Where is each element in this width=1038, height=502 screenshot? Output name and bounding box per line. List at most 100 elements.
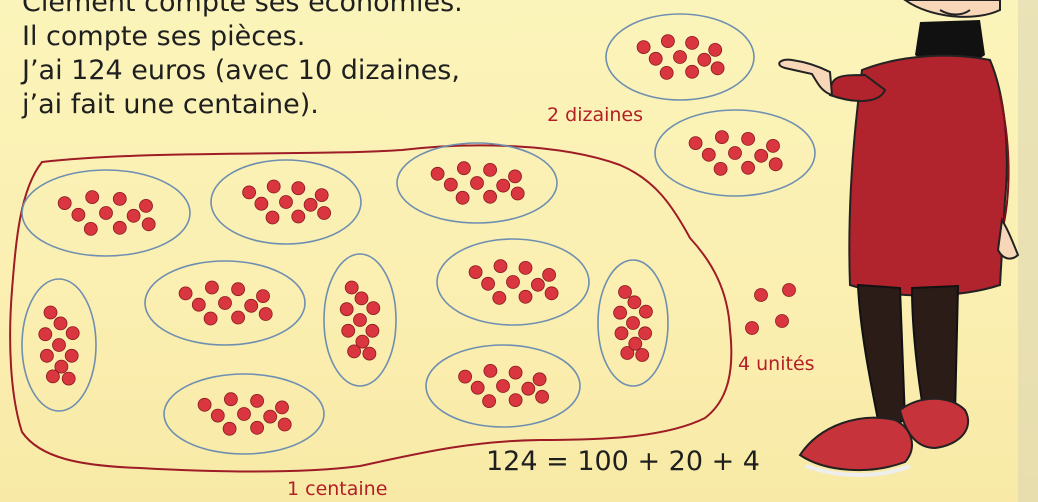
coin	[367, 302, 380, 315]
coin	[66, 327, 79, 340]
equation: 124 = 100 + 20 + 4	[486, 446, 760, 477]
coin	[292, 210, 305, 223]
coin	[204, 312, 217, 325]
coin	[342, 324, 355, 337]
coin	[219, 297, 232, 310]
coin	[211, 409, 224, 422]
coin	[742, 161, 755, 174]
coin	[507, 276, 520, 289]
coin	[251, 394, 264, 407]
coin	[58, 197, 71, 210]
coin	[519, 261, 532, 274]
coin	[340, 303, 353, 316]
coin	[198, 398, 211, 411]
intro-line-2: Il compte ses pièces.	[22, 20, 463, 54]
coin	[266, 211, 279, 224]
coin	[545, 287, 558, 300]
coin	[53, 339, 66, 352]
coin	[355, 292, 368, 305]
coin	[457, 162, 470, 175]
coin	[257, 290, 270, 303]
coin	[493, 291, 506, 304]
coin	[100, 207, 113, 220]
coin	[366, 324, 379, 337]
coin	[627, 317, 640, 330]
coin	[84, 222, 97, 235]
coin	[715, 131, 728, 144]
coin	[113, 221, 126, 234]
coin	[431, 167, 444, 180]
coin	[767, 139, 780, 152]
coin	[65, 349, 78, 362]
coin	[267, 180, 280, 193]
coin	[494, 260, 507, 273]
coin	[533, 373, 546, 386]
coin	[509, 394, 522, 407]
coin	[776, 315, 789, 328]
coin	[482, 277, 495, 290]
coin	[232, 311, 245, 324]
coin	[698, 53, 711, 66]
character-illustration	[779, 0, 1018, 475]
coin	[702, 148, 715, 161]
coin	[471, 381, 484, 394]
coin	[497, 380, 510, 393]
coin	[62, 372, 75, 385]
coin	[280, 196, 293, 209]
coin	[639, 305, 652, 318]
coin	[755, 289, 768, 302]
coin	[637, 41, 650, 54]
coin	[142, 218, 155, 231]
coin	[318, 207, 331, 220]
coin	[259, 308, 272, 321]
coin	[511, 187, 524, 200]
coin	[456, 191, 469, 204]
coin	[509, 170, 522, 183]
coin	[459, 370, 472, 383]
label-centaine: 1 centaine	[287, 478, 387, 500]
coin	[636, 349, 649, 362]
coin	[113, 192, 126, 205]
coin	[531, 278, 544, 291]
coin	[629, 337, 642, 350]
coin	[232, 283, 245, 296]
coin	[483, 395, 496, 408]
coin	[39, 328, 52, 341]
coin	[711, 62, 724, 75]
coin	[205, 281, 218, 294]
coin	[354, 314, 367, 327]
coin	[304, 198, 317, 211]
coin	[245, 299, 258, 312]
coin	[769, 158, 782, 171]
coin	[40, 349, 53, 362]
coin	[469, 266, 482, 279]
coin	[345, 281, 358, 294]
coin	[140, 199, 153, 212]
intro-line-1: Clément compte ses économies.	[22, 0, 463, 20]
coin	[755, 149, 768, 162]
coin	[44, 306, 57, 319]
coin	[497, 179, 510, 192]
coin	[519, 290, 532, 303]
coin	[714, 162, 727, 175]
coin	[179, 287, 192, 300]
coin	[615, 327, 628, 340]
coin	[746, 322, 759, 335]
coin	[127, 209, 140, 222]
coin	[660, 66, 673, 79]
label-unites: 4 unités	[738, 353, 815, 375]
coin	[54, 317, 67, 330]
coin	[686, 36, 699, 49]
coin	[264, 410, 277, 423]
coin	[356, 335, 369, 348]
coin	[278, 418, 291, 431]
coin	[471, 177, 484, 190]
coin	[238, 408, 251, 421]
coin	[444, 178, 457, 191]
coin	[509, 366, 522, 379]
coin	[536, 390, 549, 403]
coin	[686, 65, 699, 78]
coin	[484, 163, 497, 176]
coin	[628, 296, 641, 309]
coin	[729, 147, 742, 160]
